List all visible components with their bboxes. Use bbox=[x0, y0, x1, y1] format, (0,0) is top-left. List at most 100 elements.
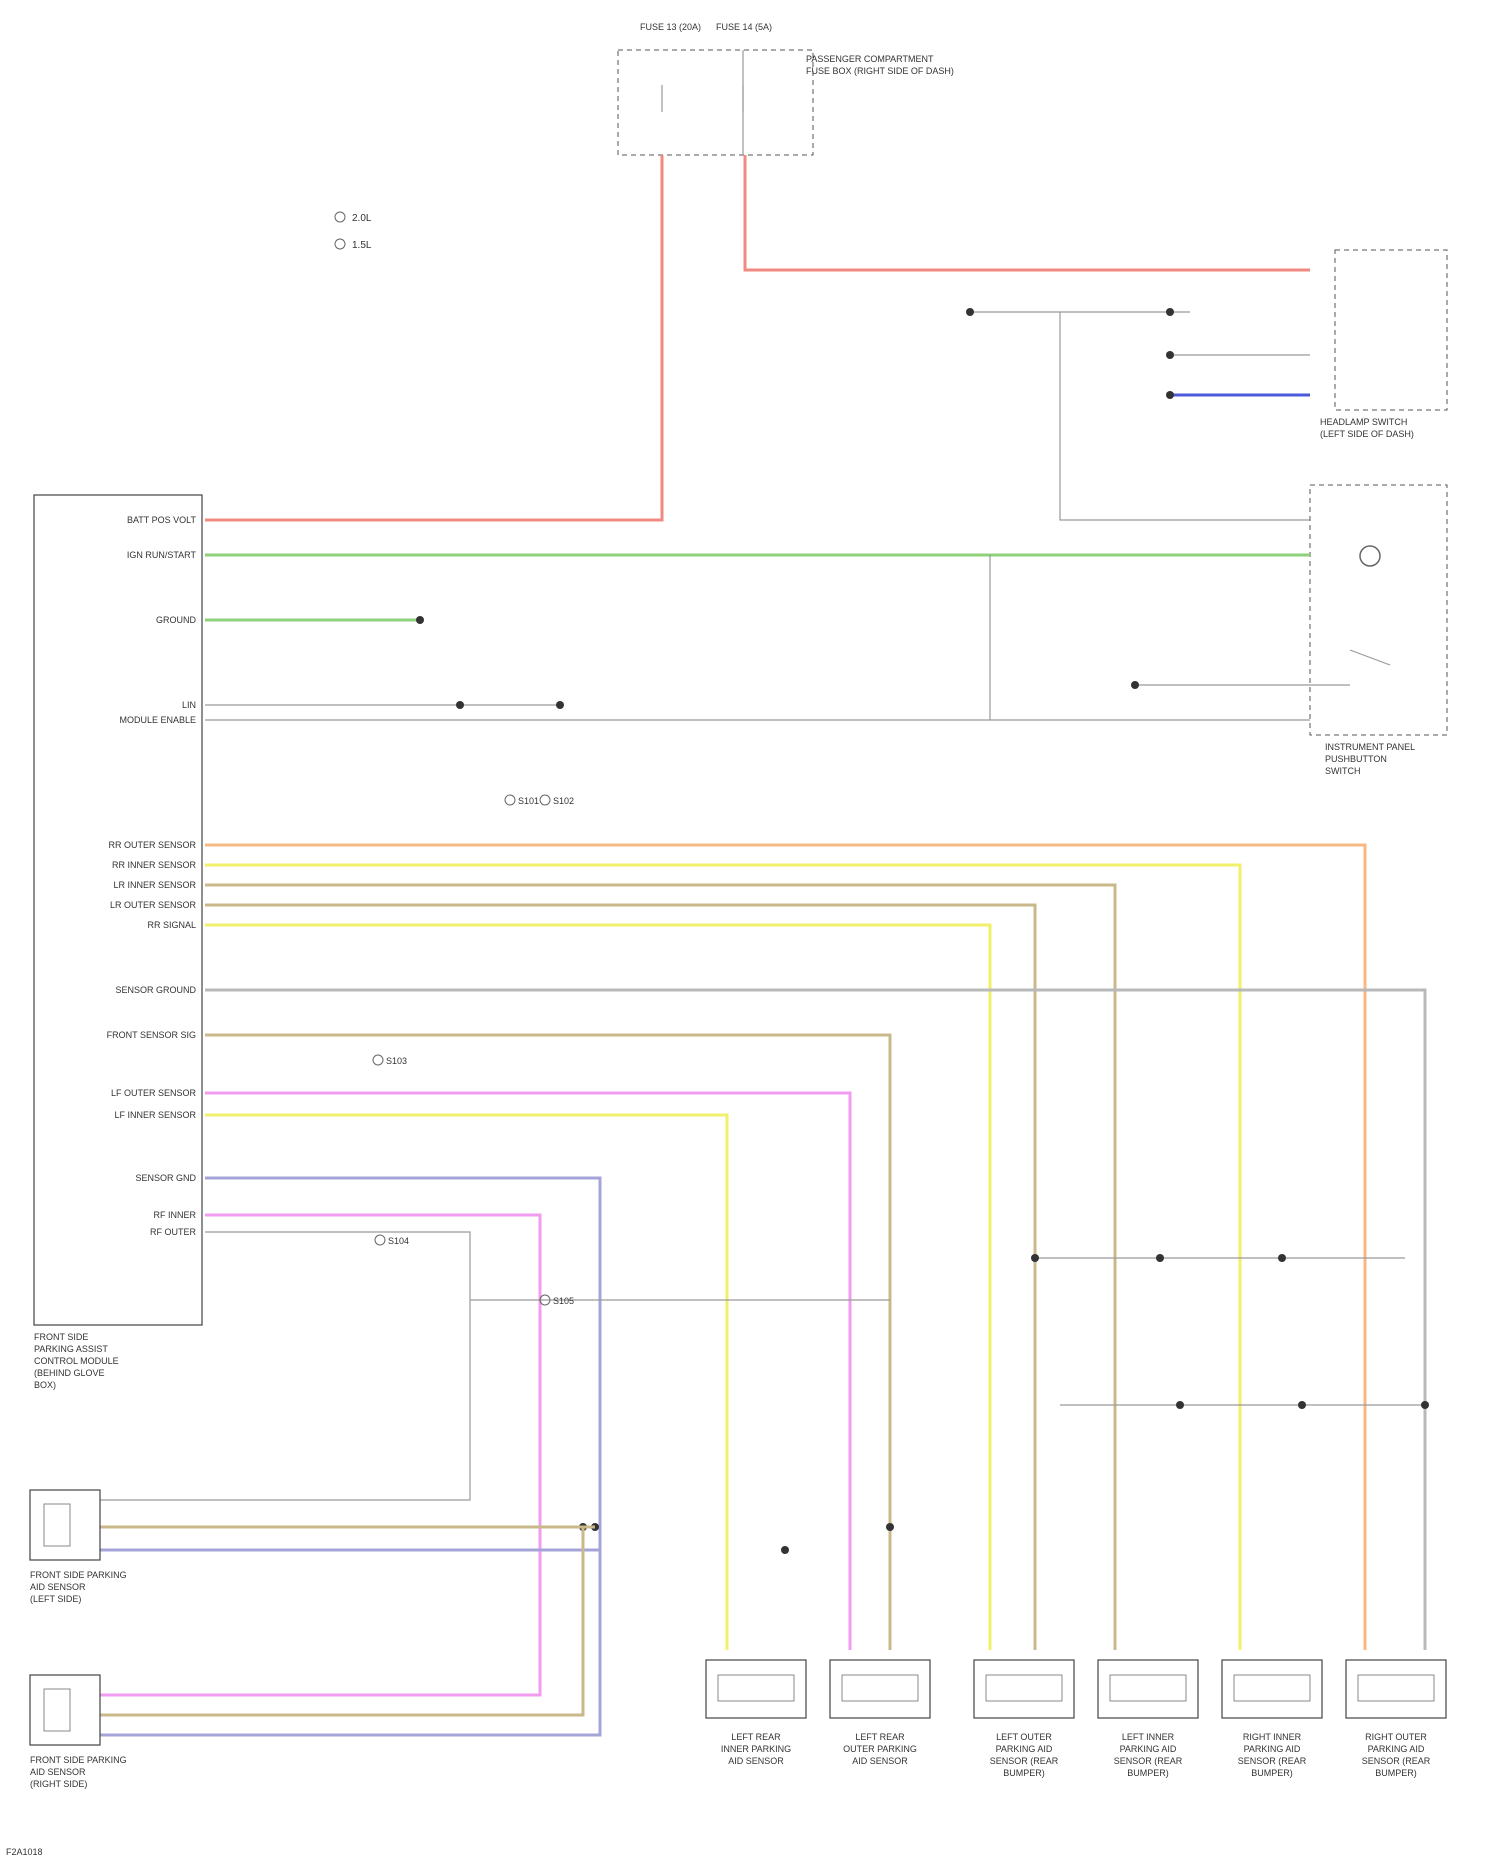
rear-sensor-caption: OUTER PARKING bbox=[843, 1744, 917, 1754]
rear-sensor-caption: BUMPER) bbox=[1003, 1768, 1045, 1778]
wire-fuse14-to-headlamp bbox=[745, 155, 1310, 270]
lamp-icon bbox=[1360, 546, 1380, 566]
rear-sensor-caption: RIGHT INNER bbox=[1243, 1732, 1302, 1742]
rear-sensor-face bbox=[718, 1675, 794, 1701]
wire-fuse13-to-module bbox=[205, 155, 662, 520]
fuse-box-outline bbox=[618, 50, 813, 155]
pin-label: LF OUTER SENSOR bbox=[111, 1088, 197, 1098]
wire-lr-inner bbox=[205, 885, 1115, 1650]
junction-dot bbox=[1031, 1254, 1039, 1262]
module-caption-line: PARKING ASSIST bbox=[34, 1344, 108, 1354]
pin-label: LIN bbox=[182, 700, 196, 710]
pin-label: LF INNER SENSOR bbox=[114, 1110, 196, 1120]
fuse-box-title: PASSENGER COMPARTMENT bbox=[806, 54, 934, 64]
junction-dot bbox=[556, 701, 564, 709]
rear-sensor-body bbox=[1346, 1660, 1446, 1718]
rear-sensor-caption: PARKING AID bbox=[996, 1744, 1053, 1754]
parking-switch: INSTRUMENT PANEL PUSHBUTTON SWITCH bbox=[1310, 485, 1447, 776]
rear-sensor-caption: SENSOR (REAR bbox=[990, 1756, 1059, 1766]
rear-sensor-body bbox=[830, 1660, 930, 1718]
splice-label: S102 bbox=[553, 796, 574, 806]
pin-label: SENSOR GROUND bbox=[115, 985, 196, 995]
pin-label: BATT POS VOLT bbox=[127, 515, 197, 525]
pin-label: RR SIGNAL bbox=[147, 920, 196, 930]
rear-sensor-body bbox=[706, 1660, 806, 1718]
rear-sensor-caption: BUMPER) bbox=[1375, 1768, 1417, 1778]
splice-icon bbox=[540, 795, 550, 805]
fuse-13-label: FUSE 13 (20A) bbox=[640, 22, 701, 32]
legend-item-2: 1.5L bbox=[352, 240, 372, 251]
junction-dot bbox=[1298, 1401, 1306, 1409]
legend: 2.0L 1.5L bbox=[335, 212, 372, 251]
pin-label: SENSOR GND bbox=[135, 1173, 196, 1183]
wire-rf-outer bbox=[100, 1232, 470, 1500]
rear-sensor-body bbox=[974, 1660, 1074, 1718]
rear-sensor-caption: LEFT INNER bbox=[1122, 1732, 1175, 1742]
power-wires bbox=[205, 155, 1310, 520]
junction-dot bbox=[886, 1523, 894, 1531]
junction-dot bbox=[416, 616, 424, 624]
rear-sensor-body bbox=[1098, 1660, 1198, 1718]
front-sensor-body bbox=[30, 1490, 100, 1560]
rear-sensor-face bbox=[986, 1675, 1062, 1701]
front-sensor-caption: (RIGHT SIDE) bbox=[30, 1779, 87, 1789]
front-sensor-caption: FRONT SIDE PARKING bbox=[30, 1570, 127, 1580]
junction-dot bbox=[1421, 1401, 1429, 1409]
wire-front-sensor-sig bbox=[205, 1035, 890, 1650]
junction-dot bbox=[1278, 1254, 1286, 1262]
pin-label: RR INNER SENSOR bbox=[112, 860, 197, 870]
legend-item-1: 2.0L bbox=[352, 213, 372, 224]
wire-headlamp-parking bbox=[970, 312, 1310, 520]
left-sensor-components: FRONT SIDE PARKING AID SENSOR (LEFT SIDE) F… bbox=[30, 1490, 127, 1789]
switch-contact bbox=[1310, 650, 1390, 685]
rear-sensor-caption: AID SENSOR bbox=[852, 1756, 908, 1766]
rear-sensor-caption: PARKING AID bbox=[1120, 1744, 1177, 1754]
pin-label: RR OUTER SENSOR bbox=[108, 840, 196, 850]
junction-dot bbox=[1156, 1254, 1164, 1262]
front-sensor-caption: (LEFT SIDE) bbox=[30, 1594, 81, 1604]
wire-lf-inner bbox=[205, 1115, 727, 1650]
junction-dot bbox=[966, 308, 974, 316]
fuse-box: FUSE 13 (20A) FUSE 14 (5A) PASSENGER COM… bbox=[618, 22, 954, 155]
pin-label: RF INNER bbox=[154, 1210, 197, 1220]
junction-dot bbox=[1166, 308, 1174, 316]
junction-dot bbox=[1166, 351, 1174, 359]
headlamp-switch-label: HEADLAMP SWITCH bbox=[1320, 417, 1407, 427]
rear-sensor-caption: AID SENSOR bbox=[728, 1756, 784, 1766]
headlamp-switch-location: (LEFT SIDE OF DASH) bbox=[1320, 429, 1414, 439]
splice-icon bbox=[373, 1055, 383, 1065]
parking-switch-outline bbox=[1310, 485, 1447, 735]
parking-switch-sub2: SWITCH bbox=[1325, 766, 1361, 776]
front-sensor-caption: AID SENSOR bbox=[30, 1582, 86, 1592]
module-caption-line: FRONT SIDE bbox=[34, 1332, 88, 1342]
rear-sensor-wires bbox=[205, 845, 1429, 1650]
module-caption-line: BOX) bbox=[34, 1380, 56, 1390]
splice-label: S104 bbox=[388, 1236, 409, 1246]
footer-code: F2A1018 bbox=[6, 1847, 43, 1857]
parking-switch-sub: PUSHBUTTON bbox=[1325, 754, 1387, 764]
pin-label: LR INNER SENSOR bbox=[113, 880, 196, 890]
rear-sensor-caption: SENSOR (REAR bbox=[1362, 1756, 1431, 1766]
rear-sensor-caption: SENSOR (REAR bbox=[1114, 1756, 1183, 1766]
junction-dot bbox=[1166, 391, 1174, 399]
rear-sensor-caption: INNER PARKING bbox=[721, 1744, 791, 1754]
rear-sensor-caption: BUMPER) bbox=[1251, 1768, 1293, 1778]
front-sensor-caption: AID SENSOR bbox=[30, 1767, 86, 1777]
module-caption-line: (BEHIND GLOVE bbox=[34, 1368, 105, 1378]
wire-rf-inner bbox=[100, 1215, 540, 1695]
headlamp-switch-outline bbox=[1335, 250, 1447, 410]
front-sensor-wires bbox=[100, 1035, 894, 1735]
splice-icon bbox=[505, 795, 515, 805]
rear-sensor-caption: PARKING AID bbox=[1368, 1744, 1425, 1754]
fuse-box-location: FUSE BOX (RIGHT SIDE OF DASH) bbox=[806, 66, 954, 76]
legend-marker-1 bbox=[335, 212, 345, 222]
wire-sensor-gnd bbox=[100, 1178, 600, 1735]
junction-dot bbox=[456, 701, 464, 709]
front-sensor-caption: FRONT SIDE PARKING bbox=[30, 1755, 127, 1765]
pin-label: LR OUTER SENSOR bbox=[110, 900, 197, 910]
front-sensor-body bbox=[30, 1675, 100, 1745]
headlamp-switch: HEADLAMP SWITCH (LEFT SIDE OF DASH) bbox=[966, 250, 1447, 520]
